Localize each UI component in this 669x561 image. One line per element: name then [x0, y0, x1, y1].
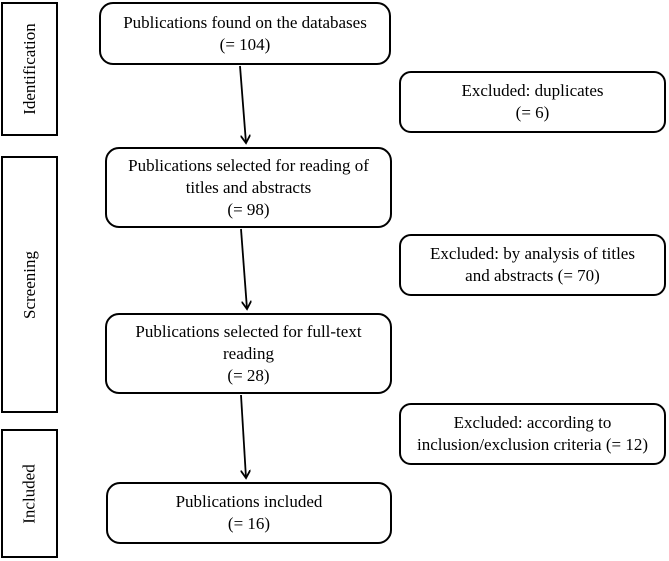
stage-screening: Screening — [1, 156, 58, 413]
box-selected-full-text-line1: Publications selected for full-text — [135, 321, 362, 341]
box-publications-included-count: (= 16) — [227, 514, 271, 533]
box-selected-full-text-count: (= 28) — [227, 365, 270, 385]
box-excluded-duplicates-line2: (= 6) — [515, 103, 550, 122]
box-excluded-criteria: Excluded: according to inclusion/exclusi… — [399, 403, 666, 465]
box-excluded-titles-abstracts-line1: Excluded: by analysis of titles — [430, 244, 635, 263]
box-excluded-criteria-line1: Excluded: according to — [453, 413, 612, 432]
box-selected-titles-abstracts-line1: Publications selected for reading of — [128, 155, 369, 175]
box-publications-included: Publications included (= 16) — [106, 482, 392, 544]
box-excluded-titles-abstracts: Excluded: by analysis of titles and abst… — [399, 234, 666, 296]
box-publications-included-text: Publications included — [175, 492, 323, 511]
box-selected-titles-abstracts-count: (= 98) — [227, 199, 270, 219]
box-selected-full-text-line2: reading — [223, 343, 274, 363]
box-excluded-duplicates-line1: Excluded: duplicates — [461, 81, 604, 100]
box-selected-full-text: Publications selected for full-text read… — [105, 313, 392, 394]
arrow-fulltext-to-included — [240, 394, 246, 478]
arrow-selected-to-fulltext — [240, 228, 247, 309]
stage-included: Included — [1, 429, 58, 558]
box-excluded-criteria-line2: inclusion/exclusion criteria (= 12) — [417, 435, 648, 454]
stage-identification: Identification — [1, 2, 58, 136]
box-publications-found-text: Publications found on the databases — [123, 12, 367, 32]
box-publications-found-count: (= 104) — [219, 34, 271, 54]
box-excluded-titles-abstracts-line2: and abstracts (= 70) — [465, 266, 600, 285]
box-selected-titles-abstracts: Publications selected for reading of tit… — [105, 147, 392, 228]
box-publications-found: Publications found on the databases (= 1… — [99, 2, 391, 65]
arrow-found-to-selected — [239, 65, 246, 143]
box-selected-titles-abstracts-line2: titles and abstracts — [185, 177, 312, 197]
box-excluded-duplicates: Excluded: duplicates (= 6) — [399, 71, 666, 133]
